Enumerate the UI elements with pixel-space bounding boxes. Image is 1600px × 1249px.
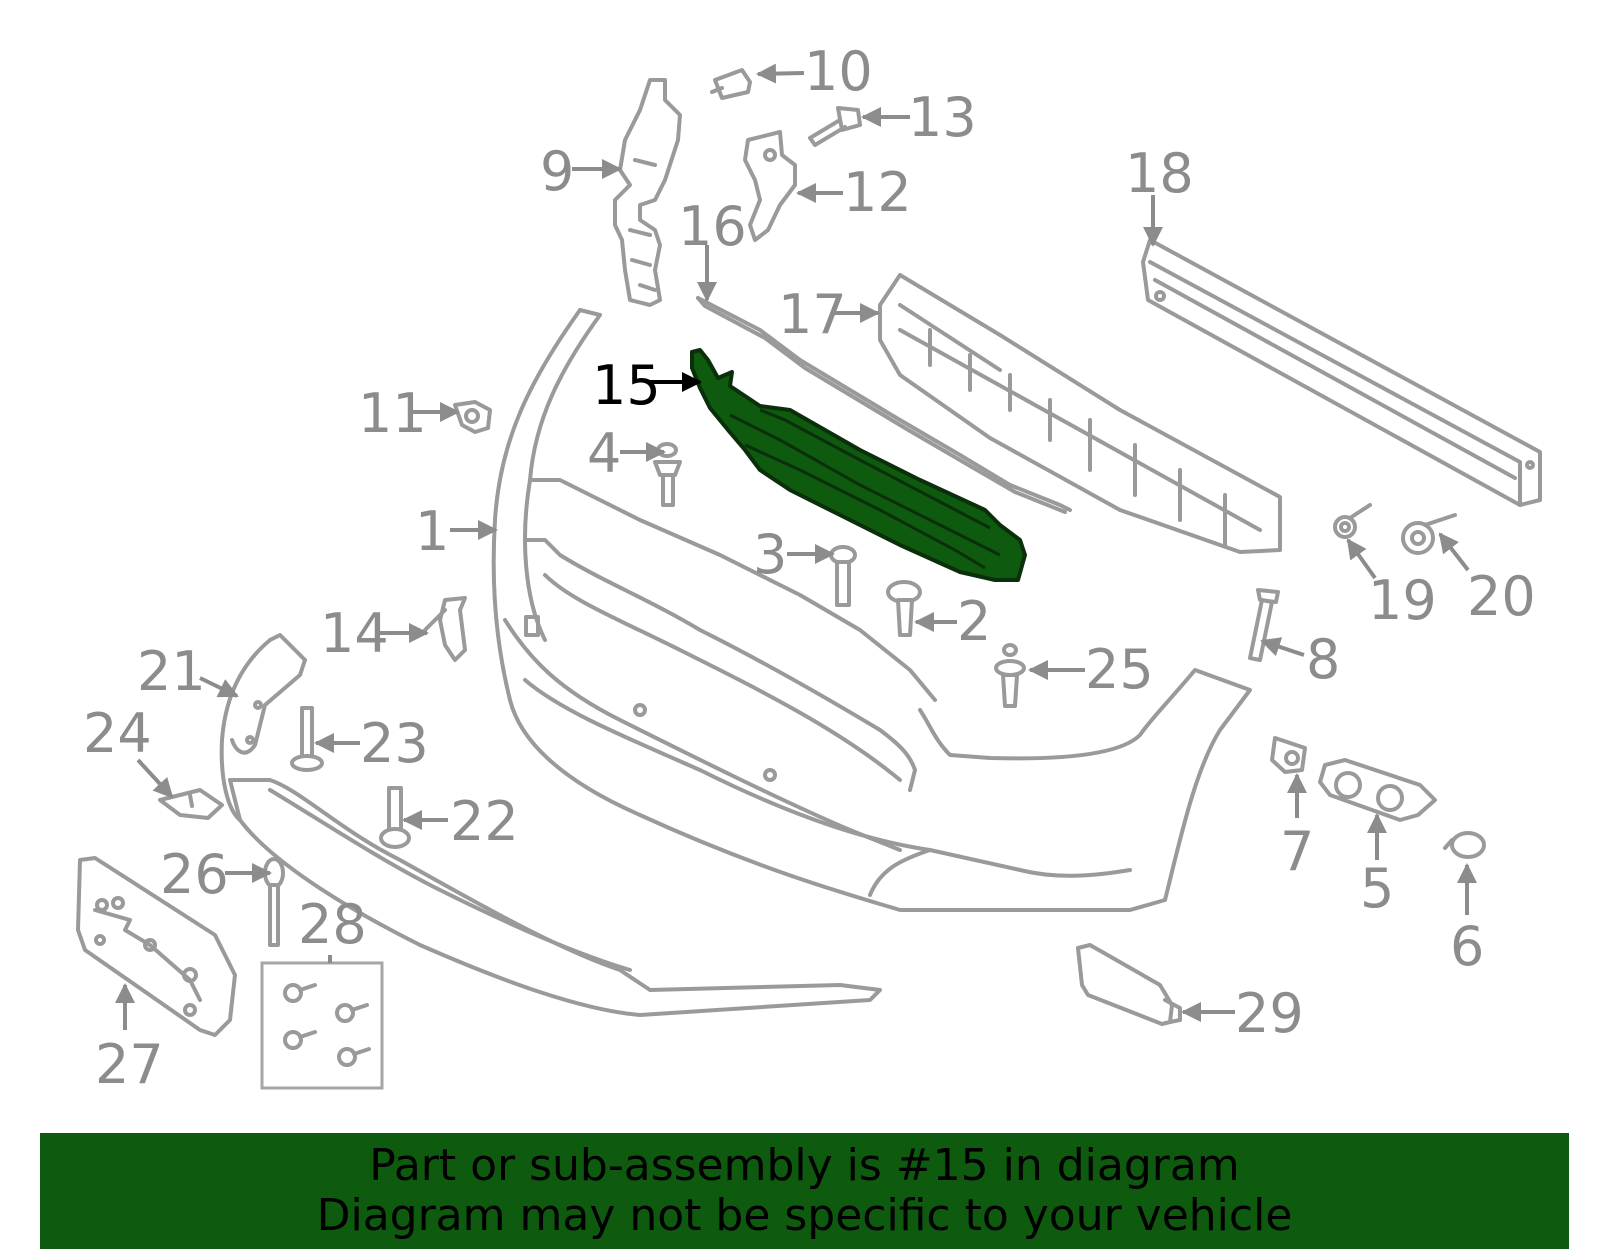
label-3: 3 — [753, 523, 787, 586]
label-18: 18 — [1125, 142, 1194, 205]
label-29: 29 — [1235, 982, 1304, 1045]
part-10-bolt — [710, 68, 752, 100]
label-26: 26 — [160, 843, 229, 906]
part-2-push-pin — [886, 580, 922, 637]
label-9: 9 — [540, 140, 574, 203]
part-18-reinforcement-beam — [1141, 238, 1542, 507]
leader-arrows — [115, 63, 1477, 1030]
part-7-bracket — [1270, 736, 1307, 774]
part-5-bracket — [1318, 758, 1437, 822]
label-11: 11 — [358, 382, 427, 445]
label-25: 25 — [1085, 638, 1154, 701]
label-13: 13 — [908, 86, 977, 149]
label-6: 6 — [1450, 915, 1484, 978]
label-22: 22 — [450, 790, 519, 853]
part-22-bolt — [379, 786, 411, 849]
part-21-side-extension — [219, 633, 307, 822]
part-12-bracket — [743, 130, 797, 242]
lower-lip-spoiler — [228, 778, 882, 1017]
label-20: 20 — [1467, 565, 1536, 628]
part-11-clip — [453, 400, 492, 434]
part-17-energy-absorber — [878, 273, 1282, 554]
label-12: 12 — [843, 161, 912, 224]
part-6-push-pin — [1443, 831, 1486, 859]
part-24-clip-nut — [158, 788, 224, 820]
label-4: 4 — [587, 422, 621, 485]
banner-line-disclaimer: Diagram may not be specific to your vehi… — [316, 1190, 1293, 1241]
label-7: 7 — [1280, 820, 1314, 883]
part-14-clip — [423, 596, 467, 662]
label-10: 10 — [804, 40, 873, 103]
label-14: 14 — [320, 602, 389, 665]
part-20-bolt — [1401, 513, 1457, 555]
part-19-bolt — [1333, 503, 1372, 539]
part-25-push-pin — [994, 643, 1026, 708]
part-3-bolt — [829, 545, 857, 607]
label-21: 21 — [137, 640, 206, 703]
part-29-sensor-bracket — [1076, 943, 1182, 1026]
part-16-upper-strip — [696, 296, 1072, 514]
label-27: 27 — [95, 1033, 164, 1096]
part-28-bolt-kit — [260, 961, 384, 1090]
label-23: 23 — [360, 712, 429, 775]
info-banner: Part or sub-assembly is #15 in diagram D… — [40, 1133, 1569, 1249]
label-17: 17 — [778, 283, 847, 346]
part-27-license-bracket — [76, 856, 237, 1037]
part-labels: 10 13 9 12 16 18 17 15 11 4 1 3 2 25 14 … — [83, 40, 1536, 1096]
label-15-highlighted: 15 — [592, 354, 661, 417]
label-1: 1 — [415, 500, 449, 563]
part-9-bracket — [613, 78, 682, 307]
label-24: 24 — [83, 702, 152, 765]
label-19: 19 — [1368, 569, 1437, 632]
part-15-highlighted-grille-bracket — [690, 348, 1027, 582]
label-5: 5 — [1360, 857, 1394, 920]
part-8-stud — [1248, 588, 1280, 662]
label-8: 8 — [1306, 628, 1340, 691]
part-23-stud — [290, 706, 324, 772]
banner-line-part-number: Part or sub-assembly is #15 in diagram — [369, 1140, 1240, 1191]
part-1-bumper-cover — [491, 308, 1252, 912]
label-28: 28 — [298, 893, 367, 956]
part-13-bolt — [808, 106, 862, 147]
label-2: 2 — [957, 590, 991, 653]
label-16: 16 — [678, 195, 747, 258]
